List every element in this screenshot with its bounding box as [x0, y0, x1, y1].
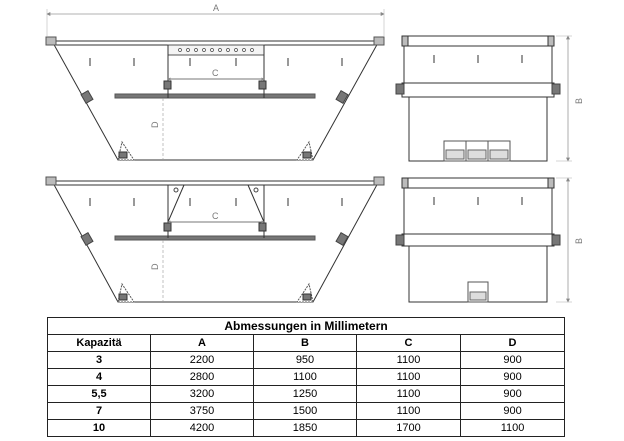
cell-d: 900 [459, 385, 566, 403]
cell-a: 3200 [150, 385, 254, 403]
header-a: A [150, 334, 254, 352]
cell-capacity: 7 [47, 402, 151, 420]
cell-capacity: 10 [47, 419, 151, 437]
cell-b: 1850 [253, 419, 357, 437]
cell-c: 1100 [356, 368, 461, 386]
cell-c: 1100 [356, 351, 461, 369]
dimension-d-bottom: D [150, 240, 164, 302]
header-b: B [253, 334, 357, 352]
cell-capacity: 3 [47, 351, 151, 369]
dimension-a-label: A [213, 3, 219, 13]
table-row: 4 2800 1100 1100 900 [47, 368, 566, 386]
dimension-d-label-bottom: D [150, 263, 160, 270]
cell-a: 3750 [150, 402, 254, 420]
table-row: 5,5 3200 1250 1100 900 [47, 385, 566, 403]
dimension-d-label-top: D [150, 121, 160, 128]
table-title: Abmessungen in Millimetern [46, 317, 566, 335]
cell-b: 950 [253, 351, 357, 369]
cell-c: 1100 [356, 402, 461, 420]
dimension-c-label-top: C [212, 68, 219, 78]
cell-b: 1100 [253, 368, 357, 386]
dimension-a: A [46, 3, 385, 36]
header-capacity: Kapazitä [47, 334, 151, 352]
dimension-b-top: B [556, 35, 584, 162]
skip-end-view-bottom [395, 177, 561, 303]
cell-b: 1250 [253, 385, 357, 403]
skip-side-view-top [45, 36, 385, 161]
cell-c: 1700 [356, 419, 461, 437]
cell-c: 1100 [356, 385, 461, 403]
cell-b: 1500 [253, 402, 357, 420]
dimension-d-top: D [150, 98, 164, 160]
cell-d: 900 [459, 402, 566, 420]
dimension-c-bottom: C [167, 211, 265, 224]
cell-d: 1100 [459, 419, 566, 437]
dimension-b-label-top: B [574, 98, 584, 104]
header-c: C [356, 334, 461, 352]
dimension-c-top: C [167, 68, 265, 81]
table-row: 3 2200 950 1100 900 [47, 351, 566, 369]
cell-capacity: 4 [47, 368, 151, 386]
cell-d: 900 [459, 368, 566, 386]
table-header-row: Kapazitä A B C D [47, 334, 566, 352]
cell-a: 2800 [150, 368, 254, 386]
dimension-b-label-bottom: B [574, 238, 584, 244]
dimensions-table: Abmessungen in Millimetern Kapazitä A B … [46, 317, 566, 437]
technical-drawing: A [45, 3, 584, 303]
dimension-b-bottom: B [556, 177, 584, 303]
table-row: 7 3750 1500 1100 900 [47, 402, 566, 420]
skip-end-view-top [395, 35, 561, 162]
cell-a: 4200 [150, 419, 254, 437]
cell-capacity: 5,5 [47, 385, 151, 403]
cell-a: 2200 [150, 351, 254, 369]
cell-d: 900 [459, 351, 566, 369]
dimension-c-label-bottom: C [212, 211, 219, 221]
header-d: D [459, 334, 566, 352]
table-row: 10 4200 1850 1700 1100 [47, 419, 566, 437]
table-title-row: Abmessungen in Millimetern [46, 317, 566, 335]
skip-side-view-bottom [45, 176, 385, 303]
